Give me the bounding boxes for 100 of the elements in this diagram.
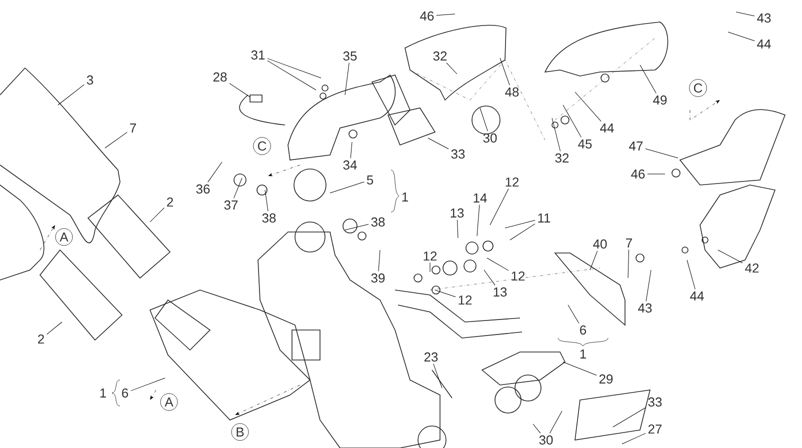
leader-line [58, 84, 84, 106]
callout-number: 44 [757, 40, 771, 48]
leader-line [562, 362, 597, 376]
callout-number: 33 [451, 149, 465, 159]
leader-line [612, 407, 646, 428]
callout-number: 46 [420, 11, 434, 21]
leader-line [590, 250, 598, 270]
callout-number: 36 [196, 184, 210, 194]
callout-number: 12 [512, 271, 525, 281]
callout-number: 39 [371, 273, 385, 283]
callout-number: 30 [539, 435, 553, 445]
callout-number: 40 [593, 239, 607, 249]
callout-number: 34 [343, 160, 357, 170]
callout-number: 38 [371, 217, 385, 227]
callout-number: 14 [474, 194, 487, 202]
callout-number: 48 [505, 87, 519, 97]
circled-letter: A [55, 228, 73, 246]
leader-line [718, 250, 743, 264]
leader-line [264, 190, 268, 212]
callout-number: 1 [580, 350, 586, 358]
circled-letter: C [689, 79, 707, 97]
leader-line [574, 92, 602, 122]
callout-number: 47 [629, 142, 643, 150]
leader-line [428, 138, 449, 150]
callout-number: 30 [483, 133, 497, 143]
leader-line [500, 58, 510, 86]
callout-number: 2 [167, 197, 173, 207]
callout-number: 27 [648, 424, 662, 434]
leader-line [532, 424, 541, 434]
circled-letter: B [231, 423, 249, 441]
callout-number: 38 [262, 213, 276, 223]
leader-line [267, 58, 322, 78]
callout-number: 13 [450, 208, 464, 218]
circled-letter: A [160, 393, 178, 411]
leader-line [457, 220, 458, 238]
leader-line [150, 208, 164, 222]
leader-line [736, 12, 755, 16]
callout-number: 35 [343, 51, 357, 61]
leader-line [550, 410, 562, 434]
leader-line [267, 60, 316, 90]
callout-number: 13 [494, 287, 507, 297]
leader-line [728, 32, 755, 42]
leader-line [344, 224, 369, 230]
leader-line [646, 270, 652, 302]
callout-number: 43 [757, 13, 771, 23]
leader-line [640, 64, 656, 94]
callout-number: 1 [100, 388, 106, 398]
callout-number: 32 [555, 153, 569, 163]
callout-number: 44 [600, 124, 614, 132]
leader-line [622, 433, 646, 444]
callout-number: 3 [86, 75, 94, 85]
callout-number: 42 [745, 263, 759, 273]
callout-number: 12 [458, 295, 472, 305]
callout-number: 23 [424, 352, 438, 362]
leader-line [645, 148, 678, 158]
leader-line [208, 162, 222, 182]
circled-letter: C [253, 137, 271, 155]
callout-number: 49 [653, 95, 667, 105]
leader-line [350, 142, 352, 158]
leader-line [130, 378, 166, 392]
leader-line [344, 62, 350, 96]
leader-line [104, 132, 128, 148]
leader-line [562, 104, 582, 138]
leader-line [330, 182, 364, 194]
leader-line [434, 290, 456, 298]
callout-number: 29 [599, 374, 613, 384]
leader-line [436, 14, 456, 16]
callout-number: 7 [130, 124, 136, 132]
callout-number: 28 [213, 72, 227, 82]
leader-line [686, 260, 696, 290]
leader-line [568, 304, 580, 324]
callout-number: 12 [424, 251, 437, 261]
leader-line [446, 62, 458, 74]
leader-line [490, 188, 509, 226]
callout-number: 43 [638, 303, 652, 313]
callout-number: 11 [538, 214, 550, 222]
callout-number: 1 [402, 192, 408, 202]
callout-number: 32 [433, 51, 447, 61]
leader-line [484, 270, 496, 286]
leader-line [504, 220, 536, 228]
leader-line [552, 118, 561, 152]
leader-line [486, 258, 509, 271]
callout-number: 2 [38, 334, 44, 344]
callout-number: 6 [122, 388, 128, 398]
callout-number: 7 [626, 238, 632, 248]
leader-line [46, 322, 62, 335]
callout-number: 5 [366, 175, 374, 185]
leader-line [628, 249, 630, 278]
leader-line [229, 83, 250, 98]
callout-number: 6 [580, 325, 586, 335]
leader-line [378, 250, 380, 272]
leader-line [433, 364, 442, 388]
callout-number: 31 [251, 50, 265, 60]
leader-line [510, 224, 536, 240]
leader-line [476, 204, 480, 236]
leader-line [234, 178, 242, 198]
callout-number: 45 [578, 139, 592, 149]
callout-number: 33 [648, 397, 662, 407]
callout-number: 46 [631, 169, 645, 179]
callout-number: 37 [224, 200, 238, 210]
